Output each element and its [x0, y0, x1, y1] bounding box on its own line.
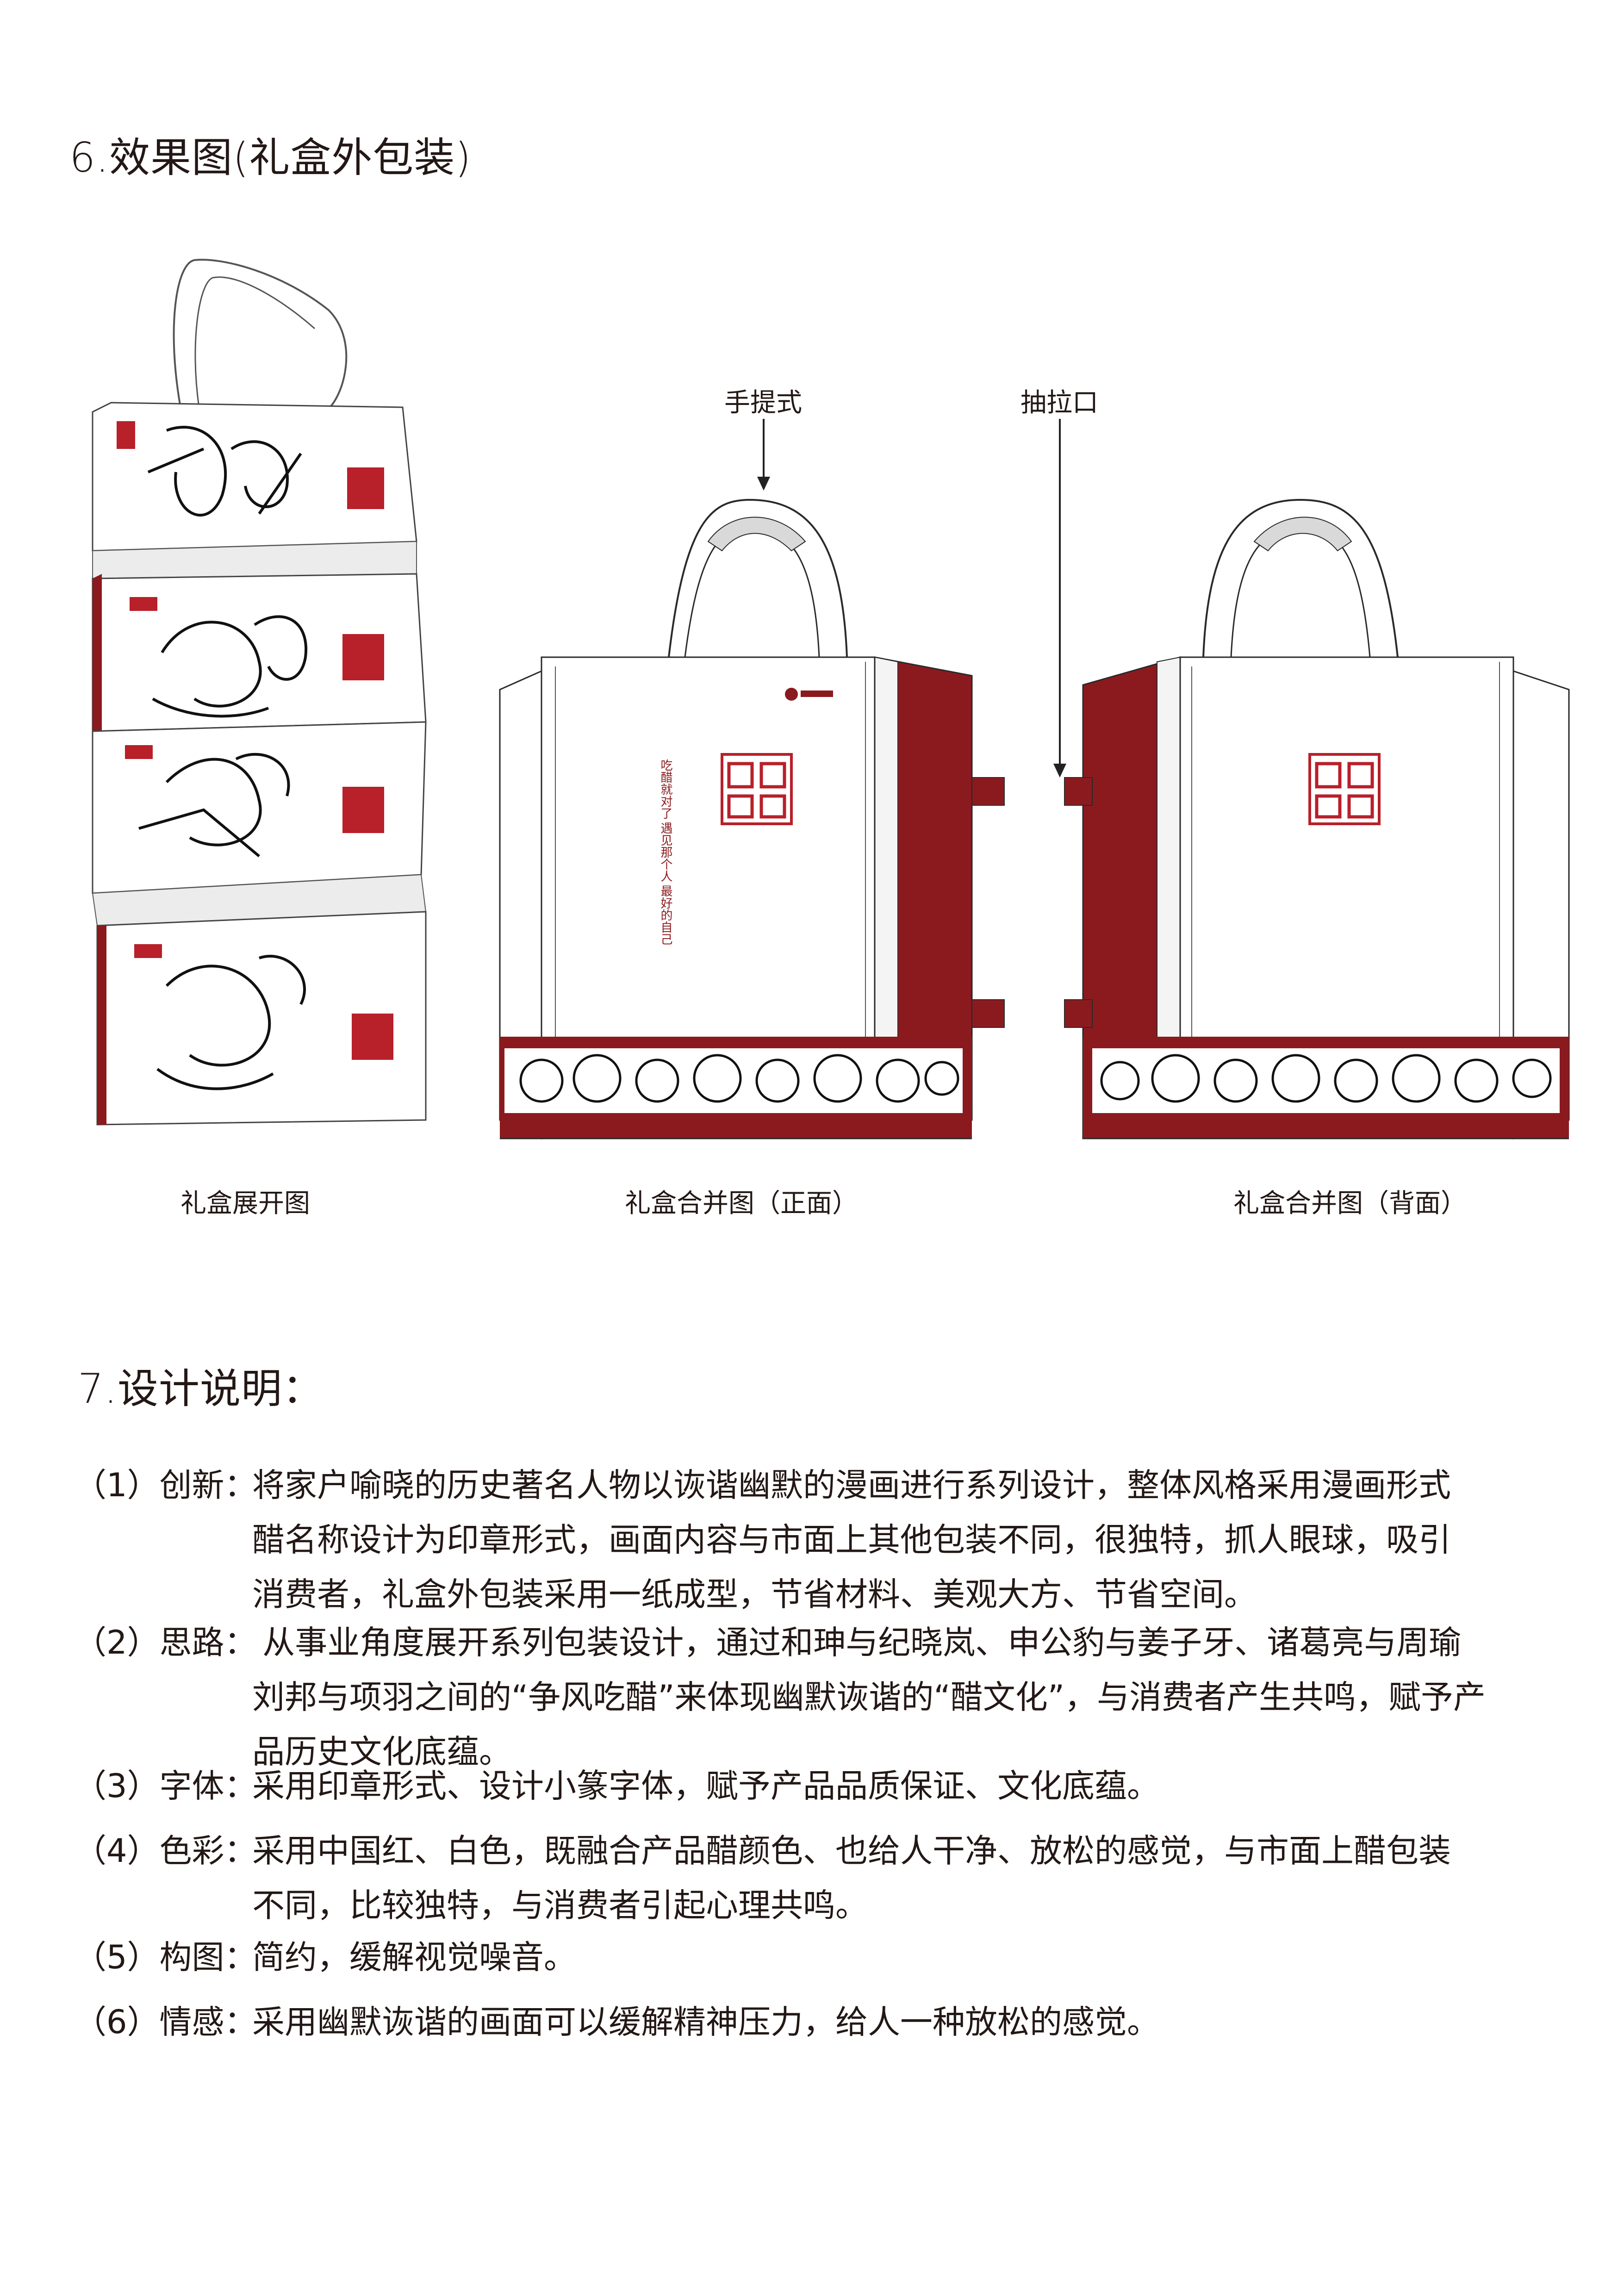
item-line: 从事业角度展开系列包装设计，通过和珅与纪晓岚、申公豹与姜子牙、诸葛亮与周瑜 — [252, 1624, 1462, 1661]
design-item-innovation: （1）创新：将家户喻晓的历史著名人物以诙谐幽默的漫画进行系列设计，整体风格采用漫… — [74, 1458, 1555, 1622]
caption-front: 礼盒合并图（正面） — [625, 1188, 858, 1219]
design-item-color: （4）色彩：采用中国红、白色，既融合产品醋颜色、也给人干净、放松的感觉，与市面上… — [74, 1823, 1555, 1933]
design-item-composition: （5）构图：简约，缓解视觉噪音。 — [74, 1930, 1555, 1985]
item-label: （3）字体： — [74, 1767, 257, 1805]
handle-annotation: 手提式 — [724, 388, 802, 418]
item-label: （1）创新： — [74, 1466, 257, 1504]
item-label: （4）色彩： — [74, 1832, 257, 1870]
caption-back: 礼盒合并图（背面） — [1233, 1188, 1467, 1219]
caption-expanded: 礼盒展开图 — [180, 1188, 310, 1219]
item-line: 消费者，礼盒外包装采用一纸成型，节省材料、美观大方、节省空间。 — [252, 1575, 1257, 1613]
item-label: （5）构图： — [74, 1938, 257, 1976]
item-line: 刘邦与项羽之间的“争风吃醋”来体现幽默诙谐的“醋文化”，与消费者产生共鸣，赋予产 — [252, 1678, 1486, 1716]
design-item-emotion: （6）情感：采用幽默诙谐的画面可以缓解精神压力，给人一种放松的感觉。 — [74, 1995, 1555, 2049]
item-label: （6）情感： — [74, 2003, 257, 2041]
bag-front-tagline: 吃醋就对了 遇见那个人 最好的自己 — [659, 759, 672, 945]
item-line: 醋名称设计为印章形式，画面内容与市面上其他包装不同，很独特，抓人眼球，吸引 — [252, 1521, 1451, 1559]
pull-tab-arrow — [1053, 419, 1066, 778]
bag-back-illustration — [1064, 498, 1570, 1140]
item-line: 采用幽默诙谐的画面可以缓解精神压力，给人一种放松的感觉。 — [252, 2003, 1159, 2041]
tagline-line: 最好的自己 — [659, 885, 672, 945]
tagline-line: 吃醋就对了 — [659, 759, 672, 819]
item-line: 将家户喻晓的历史著名人物以诙谐幽默的漫画进行系列设计，整体风格采用漫画形式 — [252, 1466, 1451, 1504]
item-line: 采用中国红、白色，既融合产品醋颜色、也给人干净、放松的感觉，与市面上醋包装 — [252, 1832, 1451, 1870]
design-item-approach: （2）思路： 从事业角度展开系列包装设计，通过和珅与纪晓岚、申公豹与姜子牙、诸葛… — [74, 1615, 1555, 1779]
item-line: 采用印章形式、设计小篆字体，赋予产品品质保证、文化底蕴。 — [252, 1767, 1159, 1805]
pull-tab-annotation: 抽拉口 — [1020, 388, 1098, 418]
section-7-title: 7.设计说明： — [78, 1365, 324, 1412]
item-label: （2）思路： — [74, 1624, 257, 1661]
section-6-title: 6.效果图(礼盒外包装) — [69, 134, 472, 181]
item-line: 品历史文化底蕴。 — [252, 1733, 511, 1771]
design-item-typeface: （3）字体：采用印章形式、设计小篆字体，赋予产品品质保证、文化底蕴。 — [74, 1759, 1555, 1813]
handle-arrow — [757, 419, 770, 491]
item-line: 简约，缓解视觉噪音。 — [252, 1938, 576, 1976]
item-line: 不同，比较独特，与消费者引起心理共鸣。 — [252, 1886, 868, 1924]
tagline-line: 遇见那个人 — [659, 822, 672, 882]
expanded-box-illustration — [92, 259, 427, 1126]
bag-front-illustration — [499, 498, 1005, 1140]
